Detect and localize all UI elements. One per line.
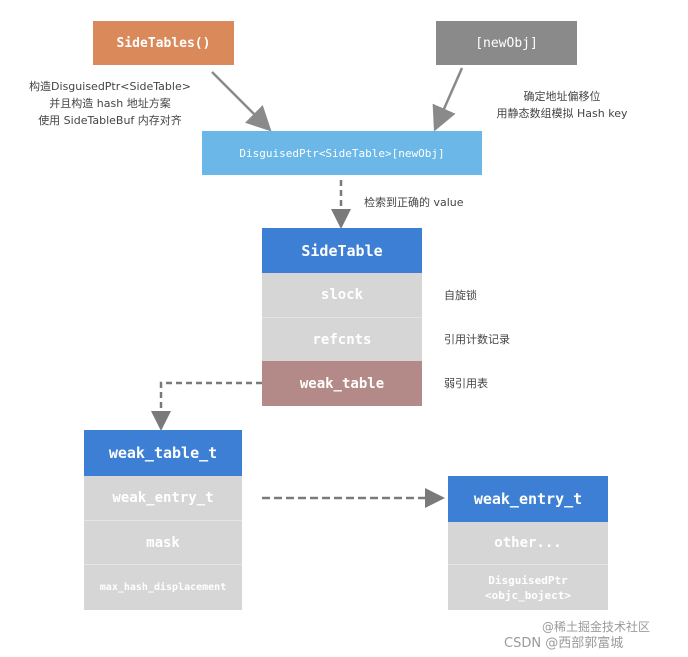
arrow-sidetables-to-ptr [211, 71, 272, 132]
note-left-line-2: 并且构造 hash 地址方案 [49, 97, 171, 110]
weak-entry-t-field-disguised-ptr: DisguisedPtr <objc_boject> [448, 564, 608, 610]
weak-table-t: weak_table_t weak_entry_t mask max_hash_… [84, 430, 242, 610]
note-right: 确定地址偏移位 用静态数组模拟 Hash key [482, 88, 642, 122]
weak-entry-t-header: weak_entry_t [448, 476, 608, 522]
note-slock: 自旋锁 [444, 289, 477, 302]
side-table-field-refcnts: refcnts [262, 317, 422, 361]
note-left: 构造DisguisedPtr<SideTable> 并且构造 hash 地址方案… [20, 78, 200, 129]
weak-entry-t-ptr-line-2: <objc_boject> [484, 588, 572, 602]
note-refcnts: 引用计数记录 [444, 333, 510, 346]
sidetables-function-box: SideTables() [93, 21, 234, 65]
note-left-line-1: 构造DisguisedPtr<SideTable> [29, 80, 191, 93]
note-left-line-3: 使用 SideTableBuf 内存对齐 [38, 114, 182, 127]
weak-table-t-field-weak-entry: weak_entry_t [84, 476, 242, 520]
note-right-line-1: 确定地址偏移位 [523, 90, 601, 103]
weak-table-t-field-mask: mask [84, 520, 242, 564]
weak-entry-t-ptr-line-1: DisguisedPtr [488, 573, 568, 587]
watermark-juejin: @稀土掘金技术社区 [542, 620, 651, 634]
weak-table-t-field-max-hash-displacement: max_hash_displacement [84, 564, 242, 610]
side-table-header: SideTable [262, 228, 422, 273]
side-table: SideTable slock refcnts weak_table [262, 228, 422, 406]
arrow-newobj-to-ptr [432, 67, 464, 132]
weak-entry-t: weak_entry_t other... DisguisedPtr <objc… [448, 476, 608, 610]
arrow-weaktable-to-weaktablet [151, 381, 262, 431]
note-weak-table: 弱引用表 [444, 377, 488, 390]
weak-table-t-header: weak_table_t [84, 430, 242, 476]
weak-entry-t-field-other: other... [448, 522, 608, 564]
note-right-line-2: 用静态数组模拟 Hash key [496, 107, 628, 120]
side-table-field-weak-table: weak_table [262, 361, 422, 406]
note-retrieve-value: 检索到正确的 value [364, 196, 464, 209]
side-table-field-slock: slock [262, 273, 422, 317]
watermark-csdn: CSDN @西部郭富城 [504, 636, 624, 651]
disguised-ptr-index-box: DisguisedPtr<SideTable>[newObj] [202, 131, 482, 175]
new-obj-box: [newObj] [436, 21, 577, 65]
